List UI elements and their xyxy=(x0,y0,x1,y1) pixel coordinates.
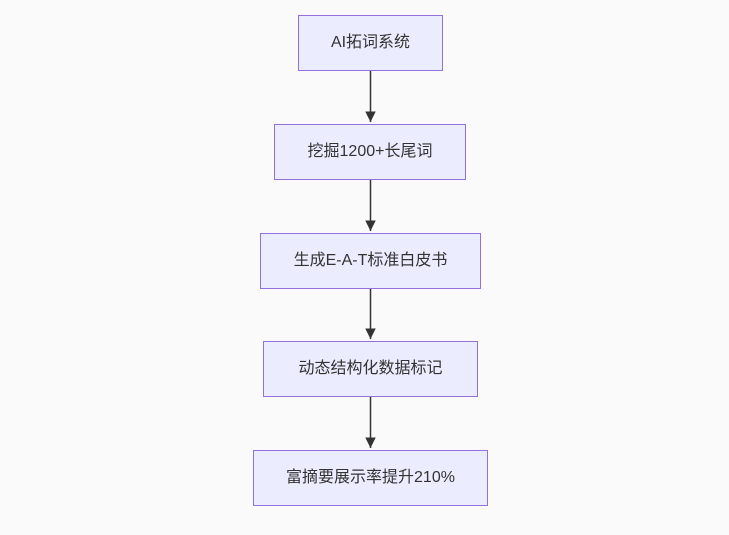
flowchart-node-eat-whitepaper: 生成E-A-T标准白皮书 xyxy=(260,233,481,289)
node-label: 生成E-A-T标准白皮书 xyxy=(293,252,448,269)
flowchart-node-structured-data-markup: 动态结构化数据标记 xyxy=(263,341,478,397)
node-label: 挖掘1200+长尾词 xyxy=(307,143,433,160)
flowchart-node-rich-snippet-result: 富摘要展示率提升210% xyxy=(253,450,488,506)
node-label: 动态结构化数据标记 xyxy=(298,360,443,377)
node-label: AI拓词系统 xyxy=(330,34,411,51)
flowchart-node-longtail-mining: 挖掘1200+长尾词 xyxy=(274,124,466,180)
node-label: 富摘要展示率提升210% xyxy=(286,469,455,486)
flowchart-node-ai-word-expansion: AI拓词系统 xyxy=(298,15,443,71)
